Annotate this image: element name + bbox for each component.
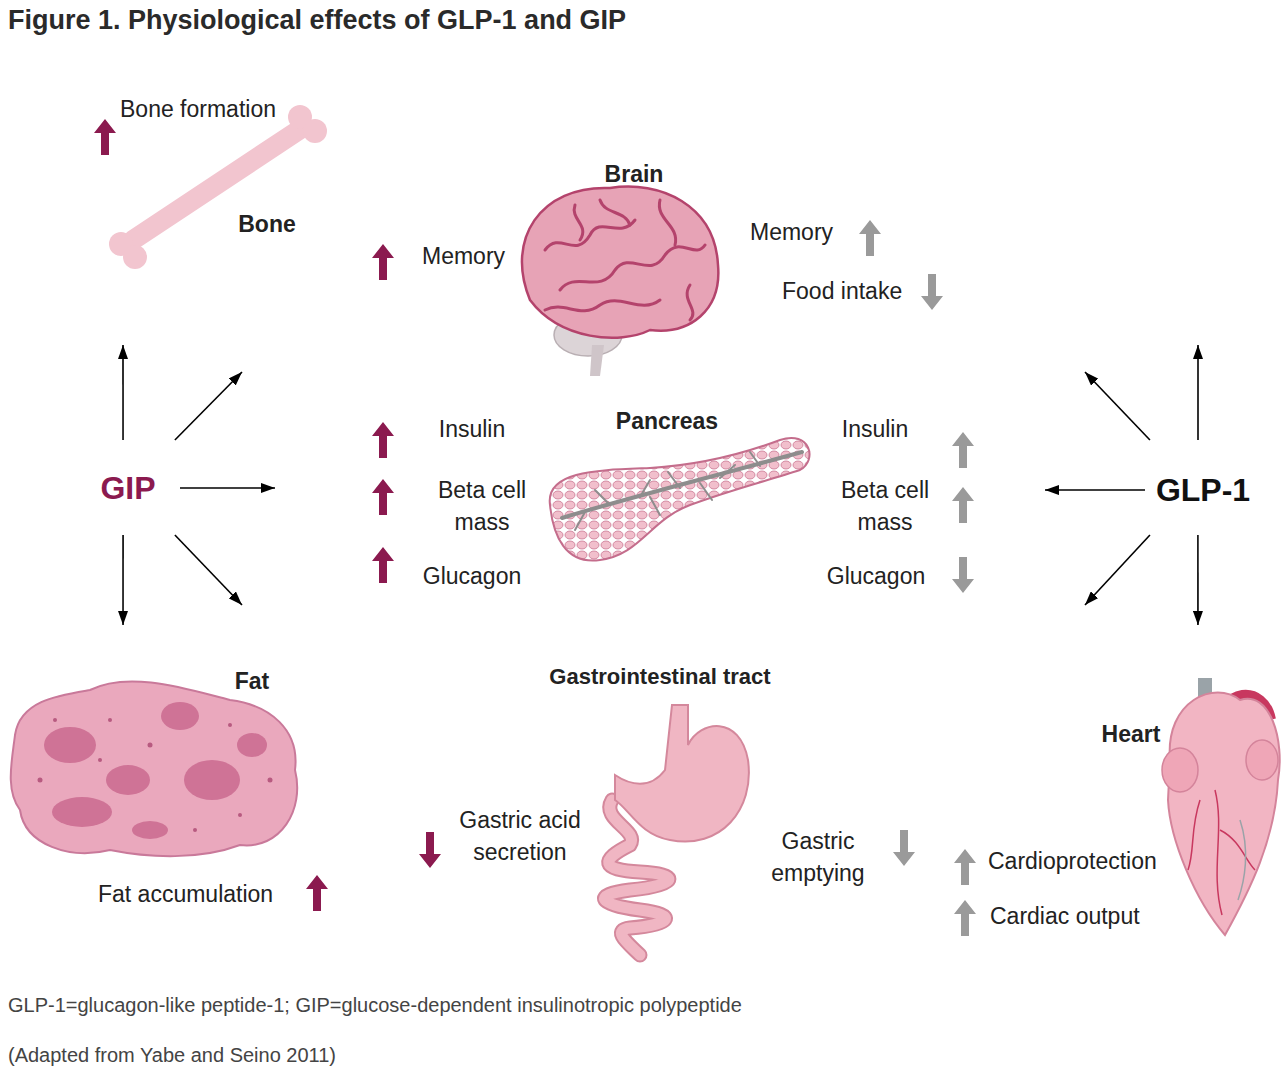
decrease-symbol (952, 557, 974, 593)
organ-heading: Gastrointestinal tract (549, 664, 770, 690)
effect-label: Memory (750, 219, 833, 247)
increase-symbol (952, 487, 974, 523)
organ-heading: Bone (238, 211, 296, 239)
effect-arrow (122, 345, 124, 440)
hormone-node: GLP-1 (1145, 440, 1260, 535)
figure-caption: GLP-1=glucagon-like peptide-1; GIP=gluco… (8, 993, 742, 1017)
increase-symbol (952, 432, 974, 468)
organ-node: Brain (242, 160, 1085, 372)
organ-node: Pancreas (275, 400, 1045, 590)
organ-node: Bone (100, 95, 330, 345)
effect-label: Insulin (439, 416, 505, 444)
organ-node: Heart (1090, 625, 1287, 940)
pancreas-illustration (550, 438, 810, 561)
effect-arrow (122, 535, 124, 625)
brain-illustration (522, 187, 718, 376)
effect-label: Glucagon (423, 563, 521, 591)
increase-symbol (954, 849, 976, 885)
effect-label: Cardioprotection (988, 848, 1157, 876)
effect-arrow (180, 487, 275, 489)
effect-arrow (175, 372, 242, 440)
increase-symbol (859, 220, 881, 256)
increase-symbol (372, 422, 394, 458)
effect-label: Beta cell mass (426, 474, 538, 538)
decrease-symbol (419, 832, 441, 868)
effect-arrow (1085, 535, 1150, 605)
figure-title: Figure 1. Physiological effects of GLP-1… (8, 4, 626, 36)
decrease-symbol (893, 830, 915, 866)
effect-arrow (1197, 345, 1199, 440)
organ-node: Gastrointestinal tract (242, 605, 1085, 960)
effect-label: Gastric emptying (756, 825, 880, 889)
hormone-node: GIP (95, 440, 180, 535)
fat-illustration (11, 681, 297, 856)
heart-illustration (1162, 678, 1280, 935)
effect-symbols (94, 119, 976, 936)
effect-label: Insulin (842, 416, 908, 444)
source-note: (Adapted from Yabe and Seino 2011) (8, 1043, 336, 1067)
organ-heading: Fat (235, 668, 270, 696)
effect-label: Bone formation (120, 96, 276, 124)
effect-arrow (1045, 489, 1145, 491)
increase-symbol (372, 547, 394, 583)
effect-label: Gastric acid secretion (445, 804, 595, 868)
effect-label: Cardiac output (990, 903, 1140, 931)
gastrointestinal-illustration (605, 705, 749, 955)
effect-arrow (175, 535, 242, 605)
bone-illustration (109, 105, 327, 269)
effect-label: Memory (422, 243, 505, 271)
effect-arrow (1197, 535, 1199, 625)
increase-symbol (372, 244, 394, 280)
effect-label: Glucagon (827, 563, 925, 591)
effect-label: Fat accumulation (98, 881, 273, 909)
organ-node: Fat (5, 625, 310, 920)
organ-heading: Heart (1102, 721, 1161, 749)
increase-symbol (954, 900, 976, 936)
effect-label: Beta cell mass (829, 474, 941, 538)
hormone-name: GIP (100, 469, 155, 507)
organ-heading: Brain (605, 161, 664, 189)
effect-arrow (1085, 372, 1150, 440)
increase-symbol (306, 875, 328, 911)
effect-label: Food intake (782, 278, 902, 306)
increase-symbol (372, 479, 394, 515)
organ-heading: Pancreas (616, 408, 718, 436)
hormone-name: GLP-1 (1156, 471, 1250, 509)
decrease-symbol (921, 274, 943, 310)
increase-symbol (94, 119, 116, 155)
